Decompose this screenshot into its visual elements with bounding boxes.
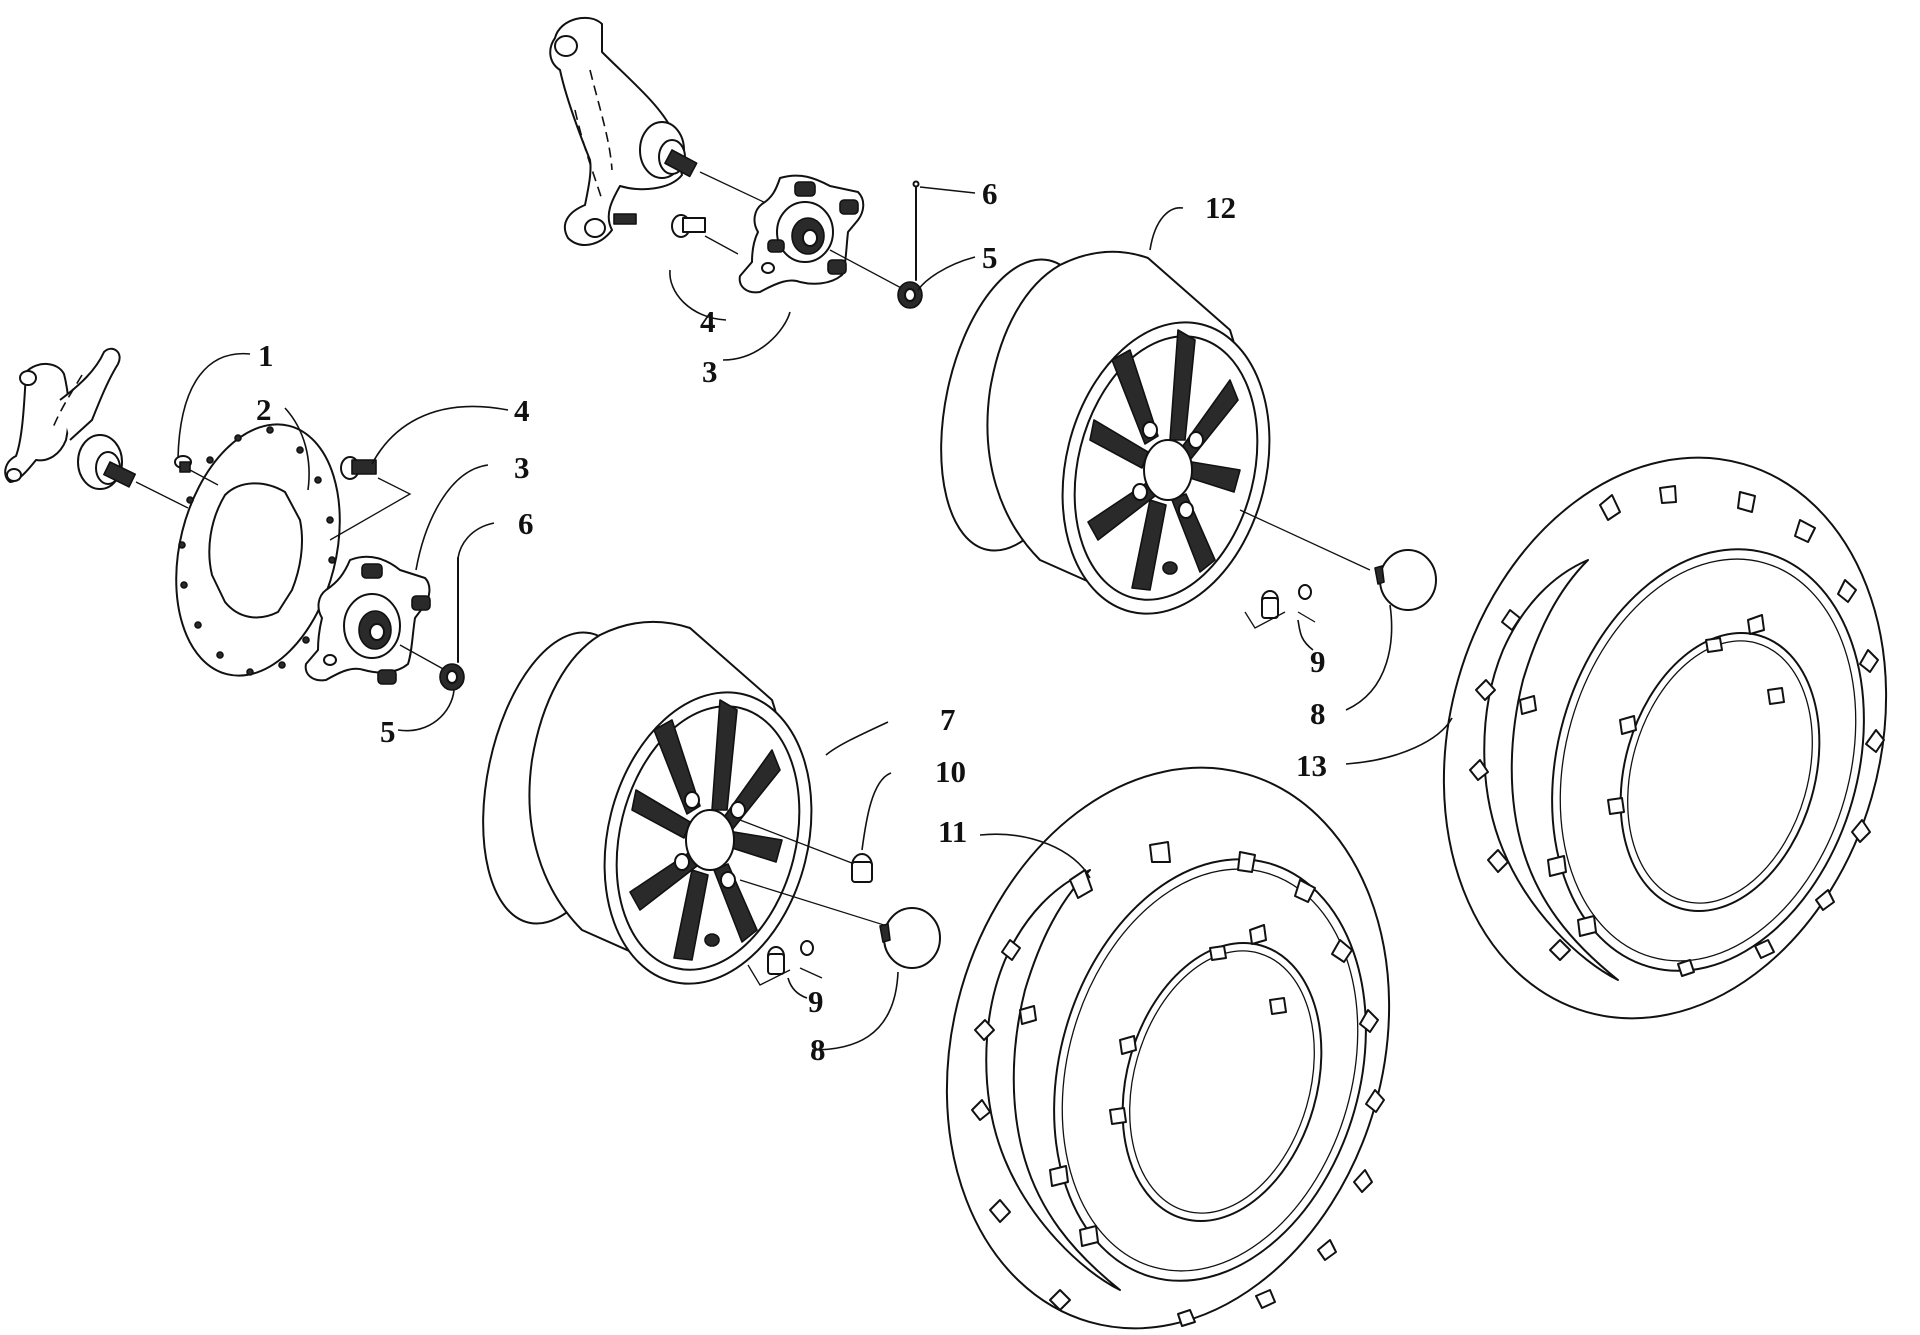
callout-4-upper-stud: 4 (700, 304, 716, 339)
lower-knuckle (4, 347, 189, 509)
callout-6-lower-pin: 6 (518, 506, 534, 541)
callout-3-upper-hub: 3 (702, 354, 718, 389)
lower-hub (304, 555, 446, 685)
upper-knuckle (549, 16, 771, 246)
lower-tire (945, 766, 1391, 1330)
callout-10: 10 (935, 754, 966, 789)
callout-11: 11 (938, 814, 967, 849)
callout-9-lower-valve: 9 (808, 984, 824, 1019)
callout-7: 7 (940, 702, 956, 737)
leader-lines (177, 186, 1453, 1051)
callout-12: 12 (1205, 190, 1236, 225)
lower-screw (174, 455, 219, 486)
callout-9-upper-valve: 9 (1310, 644, 1326, 679)
upper-cap (1374, 549, 1437, 611)
callout-6-upper-pin: 6 (982, 176, 998, 211)
brake-disc (175, 423, 341, 677)
upper-hub (738, 174, 906, 294)
callout-13: 13 (1296, 748, 1327, 783)
upper-tire (1442, 456, 1888, 1020)
callout-5-upper-nut: 5 (982, 240, 998, 275)
callout-8-lower-cap: 8 (810, 1032, 826, 1067)
upper-nut (897, 180, 923, 309)
callout-4-lower-stud: 4 (514, 393, 530, 428)
upper-rim (940, 250, 1371, 615)
lower-cap (879, 907, 941, 969)
lower-nut (439, 557, 465, 691)
lower-valve (747, 940, 823, 986)
upper-stud (671, 214, 739, 255)
lower-rim (482, 620, 901, 985)
callout-8-upper-cap: 8 (1310, 696, 1326, 731)
lower-stud (329, 456, 412, 541)
callout-5-lower-nut: 5 (380, 714, 396, 749)
callout-3-lower-hub: 3 (514, 450, 530, 485)
callout-numbers: 1 2 3 3 4 4 5 5 6 6 7 8 8 9 9 10 11 12 1… (256, 176, 1327, 1067)
callout-1: 1 (258, 338, 274, 373)
upper-valve (1244, 584, 1316, 629)
lower-lug-nut (851, 853, 873, 883)
callout-2: 2 (256, 392, 272, 427)
